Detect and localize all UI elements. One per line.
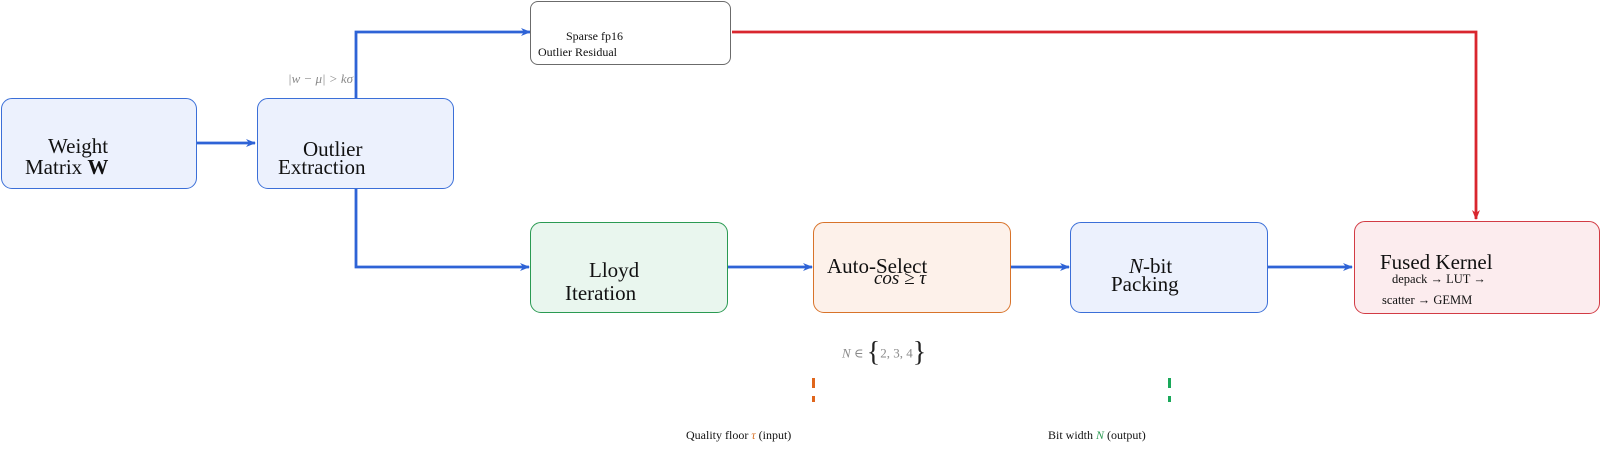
auto-select-node: Auto-Select cos ≥ τ bbox=[813, 222, 1011, 313]
packing-bit-variable: N bbox=[1129, 254, 1144, 278]
sparse-residual-node: Sparse fp16 Outlier Residual bbox=[530, 1, 731, 65]
bit-set-close-brace: } bbox=[912, 337, 927, 368]
bit-set-prefix: N ∈ bbox=[842, 345, 864, 361]
packing-label-1: N-bit bbox=[1129, 256, 1172, 277]
bit-width-variable: N bbox=[1096, 428, 1105, 442]
auto-select-condition: cos ≥ τ bbox=[874, 268, 927, 289]
bit-set-values: 2, 3, 4 bbox=[880, 345, 913, 361]
bit-width-caption: Bit width N (output) bbox=[1048, 429, 1146, 441]
fused-kernel-title: Fused Kernel bbox=[1380, 250, 1493, 274]
sparse-residual-label-1: Sparse fp16 bbox=[566, 29, 623, 43]
fused-kernel-step-1: depack → LUT → bbox=[1392, 272, 1486, 286]
bit-width-marker bbox=[1168, 378, 1171, 388]
arrow-outlier-to-lloyd bbox=[354, 189, 530, 271]
outlier-condition-annotation: |w − μ| > kσ bbox=[288, 71, 354, 86]
packing-label-2: Packing bbox=[1111, 272, 1179, 296]
bit-set-annotation: N ∈ {2, 3, 4} bbox=[842, 339, 926, 367]
quality-floor-marker bbox=[812, 378, 815, 388]
bit-width-suffix: (output) bbox=[1107, 428, 1146, 442]
outlier-extraction-label-2: Extraction bbox=[278, 155, 366, 179]
nbit-packing-node: N-bit Packing bbox=[1070, 222, 1268, 313]
weight-matrix-word: Matrix bbox=[25, 155, 83, 179]
weight-matrix-node: Weight Matrix W bbox=[1, 98, 197, 189]
quality-floor-prefix: Quality floor bbox=[686, 428, 749, 442]
quality-floor-caption: Quality floor τ (input) bbox=[686, 429, 791, 441]
auto-select-label: Auto-Select bbox=[827, 254, 928, 278]
lloyd-label-2: Iteration bbox=[565, 281, 637, 305]
weight-matrix-label-1: Weight bbox=[48, 134, 109, 158]
outlier-extraction-label-1: Outlier bbox=[303, 137, 363, 161]
lloyd-iteration-node: Lloyd Iteration bbox=[530, 222, 728, 313]
fused-kernel-step-2: scatter → GEMM bbox=[1382, 293, 1473, 307]
quality-floor-marker-tail bbox=[812, 396, 815, 402]
weight-matrix-label-2: Matrix W bbox=[25, 157, 108, 178]
outlier-extraction-node: Outlier Extraction bbox=[257, 98, 454, 189]
packing-bit-suffix: -bit bbox=[1143, 254, 1173, 278]
bit-set-open-brace: { bbox=[866, 337, 881, 368]
arrow-sparse-to-fused bbox=[732, 30, 1480, 220]
fused-kernel-node: Fused Kernel depack → LUT → scatter → GE… bbox=[1354, 221, 1600, 314]
bit-width-prefix: Bit width bbox=[1048, 428, 1094, 442]
weight-matrix-symbol: W bbox=[87, 155, 109, 179]
sparse-residual-label-2: Outlier Residual bbox=[538, 45, 617, 59]
bit-width-marker-tail bbox=[1168, 396, 1171, 402]
quality-floor-variable: τ bbox=[751, 428, 756, 442]
lloyd-label-1: Lloyd bbox=[589, 258, 640, 282]
quality-floor-suffix: (input) bbox=[758, 428, 792, 442]
arrow-outlier-to-sparse bbox=[354, 28, 531, 98]
